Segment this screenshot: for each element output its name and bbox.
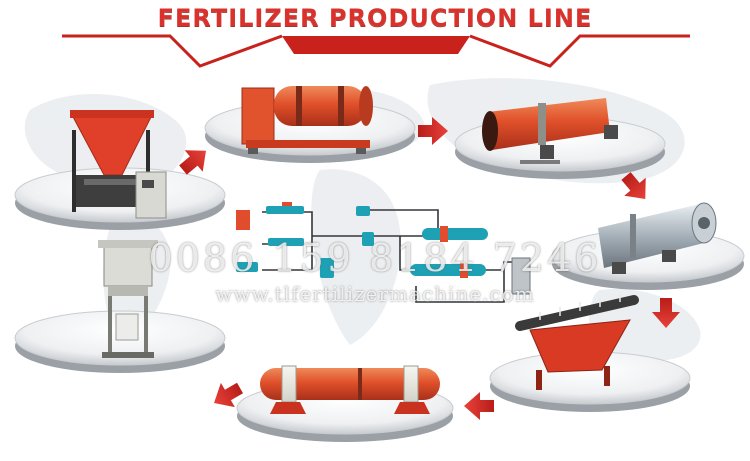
rotary-dryer-icon — [482, 98, 618, 164]
pedestal-screener — [489, 351, 691, 412]
production-line-layout-icon — [236, 202, 531, 303]
arrow-left-icon — [214, 382, 243, 408]
arrow-right-icon — [418, 117, 448, 145]
page-title: FERTILIZER PRODUCTION LINE — [157, 4, 593, 32]
arrow-down-icon — [621, 172, 646, 199]
coating-machine-icon — [260, 365, 440, 414]
arrow-left-icon — [464, 392, 494, 420]
arrow-down-icon — [652, 298, 680, 328]
arrow-up-right-icon — [179, 150, 206, 175]
rotary-cooler-icon — [598, 202, 717, 274]
rotary-screener-icon — [515, 294, 639, 390]
hopper-feeder-icon — [70, 110, 167, 219]
rotary-granulator-icon — [241, 86, 373, 154]
watermark-website: www.tlfertilizermachine.com — [215, 282, 535, 306]
watermark-phone: 0086 159 8184 7246 — [148, 236, 602, 280]
packing-machine-icon — [98, 240, 158, 358]
title-banner — [62, 34, 690, 68]
